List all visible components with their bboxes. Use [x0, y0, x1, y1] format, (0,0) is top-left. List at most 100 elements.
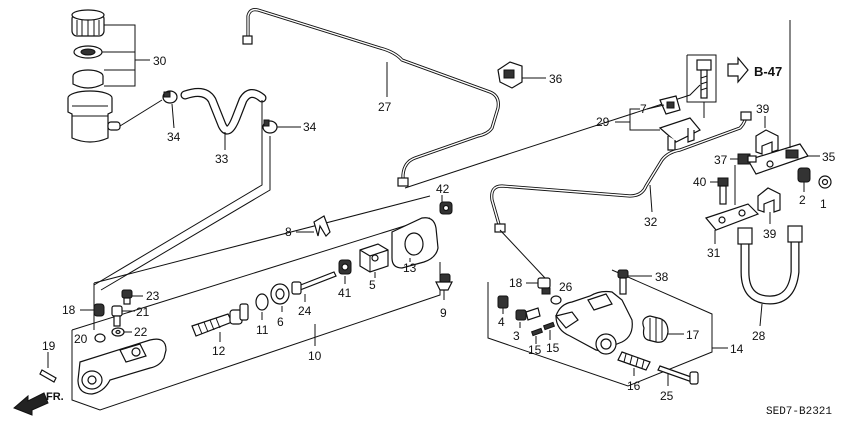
lock-nut-41 — [338, 259, 352, 275]
pin-15-right — [542, 321, 556, 331]
reservoir-hose — [180, 87, 267, 135]
callout-27: 27 — [378, 100, 392, 114]
retaining-clip-39-top — [755, 129, 779, 155]
nut-42 — [439, 201, 453, 215]
push-rod-25 — [657, 365, 699, 385]
callout-33: 33 — [215, 152, 229, 166]
callout-8: 8 — [285, 225, 292, 239]
retaining-clip-39-bottom — [757, 187, 781, 213]
pin-15-left — [530, 327, 544, 337]
callout-4: 4 — [498, 315, 505, 329]
bracket-assembly-29 — [658, 117, 701, 151]
cap-4 — [497, 295, 509, 309]
callout-23: 23 — [146, 289, 160, 303]
callout-15-left: 15 — [528, 343, 542, 357]
washer-22 — [111, 327, 125, 337]
bleeder-3 — [515, 307, 541, 321]
callout-10: 10 — [308, 349, 322, 363]
callout-18-left: 18 — [62, 303, 76, 317]
piston-set-12 — [191, 303, 249, 337]
callout-39-bottom: 39 — [763, 227, 777, 241]
clamp-18-left — [93, 303, 105, 317]
washer-20 — [94, 333, 106, 343]
diagram-code: SED7-B2321 — [766, 406, 832, 418]
reservoir-seal-ring — [72, 69, 104, 89]
snap-ring-11 — [255, 293, 269, 311]
front-direction-arrow-icon — [13, 392, 49, 416]
callout-28: 28 — [752, 329, 766, 343]
flange-bolt-40 — [717, 177, 729, 205]
pin-19 — [39, 369, 57, 383]
callout-16: 16 — [627, 379, 641, 393]
boot-6 — [270, 283, 290, 305]
push-rod-24 — [291, 271, 337, 295]
callout-42: 42 — [436, 182, 450, 196]
callout-34-left: 34 — [167, 130, 181, 144]
callout-26: 26 — [559, 280, 573, 294]
callout-19: 19 — [42, 339, 56, 353]
hose-bracket-31 — [704, 203, 760, 231]
union-bolt-21 — [111, 305, 123, 327]
callout-39-top: 39 — [756, 102, 770, 116]
callout-18-right: 18 — [509, 276, 523, 290]
callout-29: 29 — [596, 115, 610, 129]
pipe-bracket-7 — [659, 95, 681, 115]
hose-nut-2 — [797, 167, 811, 183]
callout-32: 32 — [644, 215, 658, 229]
clutch-pipe-27 — [242, 8, 500, 187]
clutch-pipe-32 — [490, 111, 752, 233]
clevis-5 — [359, 243, 389, 273]
callout-36: 36 — [549, 72, 563, 86]
reservoir-diaphragm — [73, 45, 103, 59]
callout-12: 12 — [212, 344, 226, 358]
clip-8 — [313, 215, 331, 237]
callout-15-right: 15 — [546, 341, 560, 355]
callout-11: 11 — [256, 323, 269, 337]
callout-17: 17 — [686, 328, 700, 342]
mounting-bolt-23 — [121, 289, 133, 305]
arrow-right-icon — [727, 56, 749, 84]
callout-34-right: 34 — [303, 120, 317, 134]
slave-cylinder-body — [554, 290, 633, 355]
callout-21: 21 — [136, 305, 150, 319]
pipe-clip-36 — [497, 61, 523, 89]
clutch-fluid-reservoir — [67, 90, 121, 143]
callout-35: 35 — [822, 150, 836, 164]
callout-9: 9 — [440, 306, 447, 320]
callout-7: 7 — [640, 102, 647, 116]
callout-40: 40 — [693, 175, 707, 189]
front-label: FR. — [46, 391, 64, 403]
bolt-38 — [617, 269, 629, 295]
gasket-13 — [391, 217, 439, 269]
callout-38: 38 — [655, 270, 669, 284]
sealing-washer-1 — [818, 175, 832, 189]
hose-clamp-right — [262, 119, 278, 134]
reservoir-cap — [71, 9, 105, 37]
union-fitting-37 — [737, 153, 757, 165]
callout-20: 20 — [74, 332, 88, 346]
callout-31: 31 — [707, 246, 721, 260]
callout-13: 13 — [403, 261, 417, 275]
callout-5: 5 — [369, 278, 376, 292]
callout-22: 22 — [134, 325, 148, 339]
hose-clamp-left — [162, 90, 178, 104]
callout-2: 2 — [799, 193, 806, 207]
callout-30: 30 — [153, 54, 167, 68]
callout-25: 25 — [660, 389, 674, 403]
reference-b47: B-47 — [754, 64, 782, 79]
master-cylinder-body — [77, 338, 167, 395]
bleeder-screw-9 — [435, 273, 453, 291]
callout-6: 6 — [277, 315, 284, 329]
callout-3: 3 — [513, 329, 520, 343]
boot-17 — [642, 315, 669, 343]
piston-spring-16 — [617, 351, 651, 371]
callout-37: 37 — [714, 153, 728, 167]
callout-41: 41 — [338, 286, 352, 300]
union-fitting-18-right — [537, 277, 551, 295]
callout-24: 24 — [298, 304, 312, 318]
washer-26 — [550, 295, 562, 305]
callout-1: 1 — [820, 197, 827, 211]
mounting-bolt-b47 — [696, 59, 712, 99]
clutch-hose-28 — [737, 225, 803, 305]
